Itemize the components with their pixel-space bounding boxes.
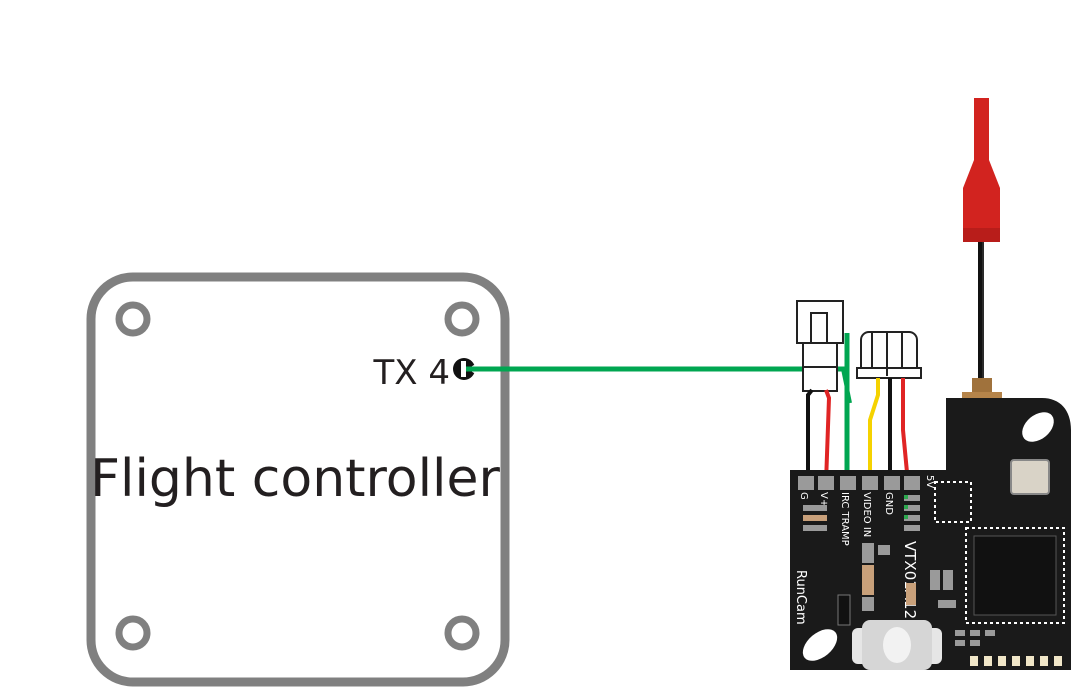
vtx-mount-hole-top (1022, 412, 1054, 442)
vtx-components (803, 495, 995, 646)
flight-controller-label: Flight controller (90, 449, 500, 509)
connector-3pin (856, 331, 922, 379)
vtx-small-ic (934, 481, 972, 523)
connector-2pin (796, 300, 844, 392)
vtx-led-dots (904, 495, 908, 519)
pin-label-v-plus: V+ (818, 492, 829, 507)
pin-label-video-in: VIDEO IN (861, 492, 872, 537)
mount-hole-bottom-left (115, 615, 151, 651)
tx4-pad-label: TX 4 (373, 353, 451, 393)
vtx-main-chip (965, 527, 1065, 624)
vtx-mount-hole-bottom (802, 629, 838, 661)
mount-hole-top-right (444, 301, 480, 337)
flight-controller-frame (86, 272, 510, 687)
vtx-brand-label: RunCam (793, 570, 808, 625)
vtx-wires (806, 378, 910, 484)
vtx-bottom-pads (970, 656, 1062, 666)
pin-label-gnd: GND (883, 492, 894, 515)
vtx-board: G V+ IRC TRAMP VIDEO IN GND 5V VTX01A128… (790, 398, 1071, 670)
pin-label-irc-tramp: IRC TRAMP (839, 492, 850, 546)
vtx-header-pads (798, 476, 920, 490)
mount-hole-bottom-right (444, 615, 480, 651)
signal-wire-end-arrow (841, 368, 852, 404)
mount-hole-top-left (115, 301, 151, 337)
vtx-crystal (1010, 459, 1050, 495)
pin-label-g: G (798, 492, 809, 500)
flight-controller: Flight controller TX 4 (86, 272, 510, 687)
pin-label-5v: 5V (924, 475, 935, 488)
vtx-push-button (852, 620, 942, 670)
